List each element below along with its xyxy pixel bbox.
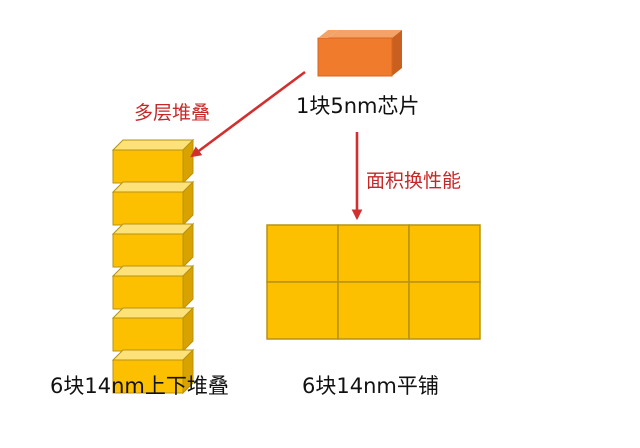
tiled-chip [266,224,339,283]
stacked-chips [111,138,195,395]
chip-5nm [317,30,402,77]
stacked-chip [111,180,195,227]
stacked-chip [111,348,195,395]
stacked-chip [111,264,195,311]
tile-caption: 6块14nm平铺 [302,374,439,398]
tiled-chip [266,281,339,340]
stack-caption: 6块14nm上下堆叠 [50,374,229,398]
tiled-chip [337,224,410,283]
chip-5nm-label: 1块5nm芯片 [296,94,420,118]
stacked-chip [111,222,195,269]
area-arrow-label: 面积换性能 [366,170,462,192]
tiled-chip [408,281,481,340]
tiled-chip [408,224,481,283]
stacked-chip [111,138,195,185]
stack-arrow-label: 多层堆叠 [134,102,211,124]
stack-arrow [190,70,306,158]
tiled-chips [266,224,481,340]
tiled-chip [337,281,410,340]
stacked-chip [111,306,195,353]
